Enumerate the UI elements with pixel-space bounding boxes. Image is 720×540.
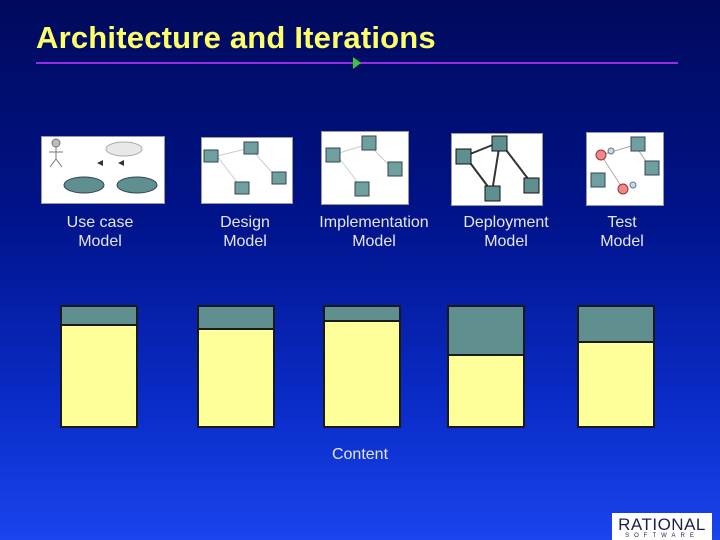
deployment-content-bar: [447, 305, 525, 428]
use-case-content-bar: [60, 305, 138, 428]
design-content-bar: [197, 305, 275, 428]
content-fill: [449, 307, 523, 356]
implementation-model-thumbnail: [321, 131, 409, 205]
content-fill: [579, 307, 653, 343]
test-model-thumbnail: [586, 132, 664, 206]
content-fill: [199, 307, 273, 330]
use-case-diagram-thumbnail: [41, 136, 165, 204]
implementation-content-bar: [323, 305, 401, 428]
rational-software-logo: RATIONAL SOFTWARE: [612, 513, 712, 540]
design-model-thumbnail: [201, 137, 293, 204]
rule-arrow-icon: [353, 57, 361, 69]
logo-wordmark: RATIONAL: [618, 515, 706, 534]
content-label: Content: [331, 446, 389, 463]
deployment-model-thumbnail: [451, 133, 543, 206]
logo-subtitle: SOFTWARE: [625, 533, 699, 539]
content-fill: [62, 307, 136, 327]
content-fill: [325, 307, 399, 323]
test-content-bar: [577, 305, 655, 428]
slide-title: Architecture and Iterations: [36, 20, 436, 55]
